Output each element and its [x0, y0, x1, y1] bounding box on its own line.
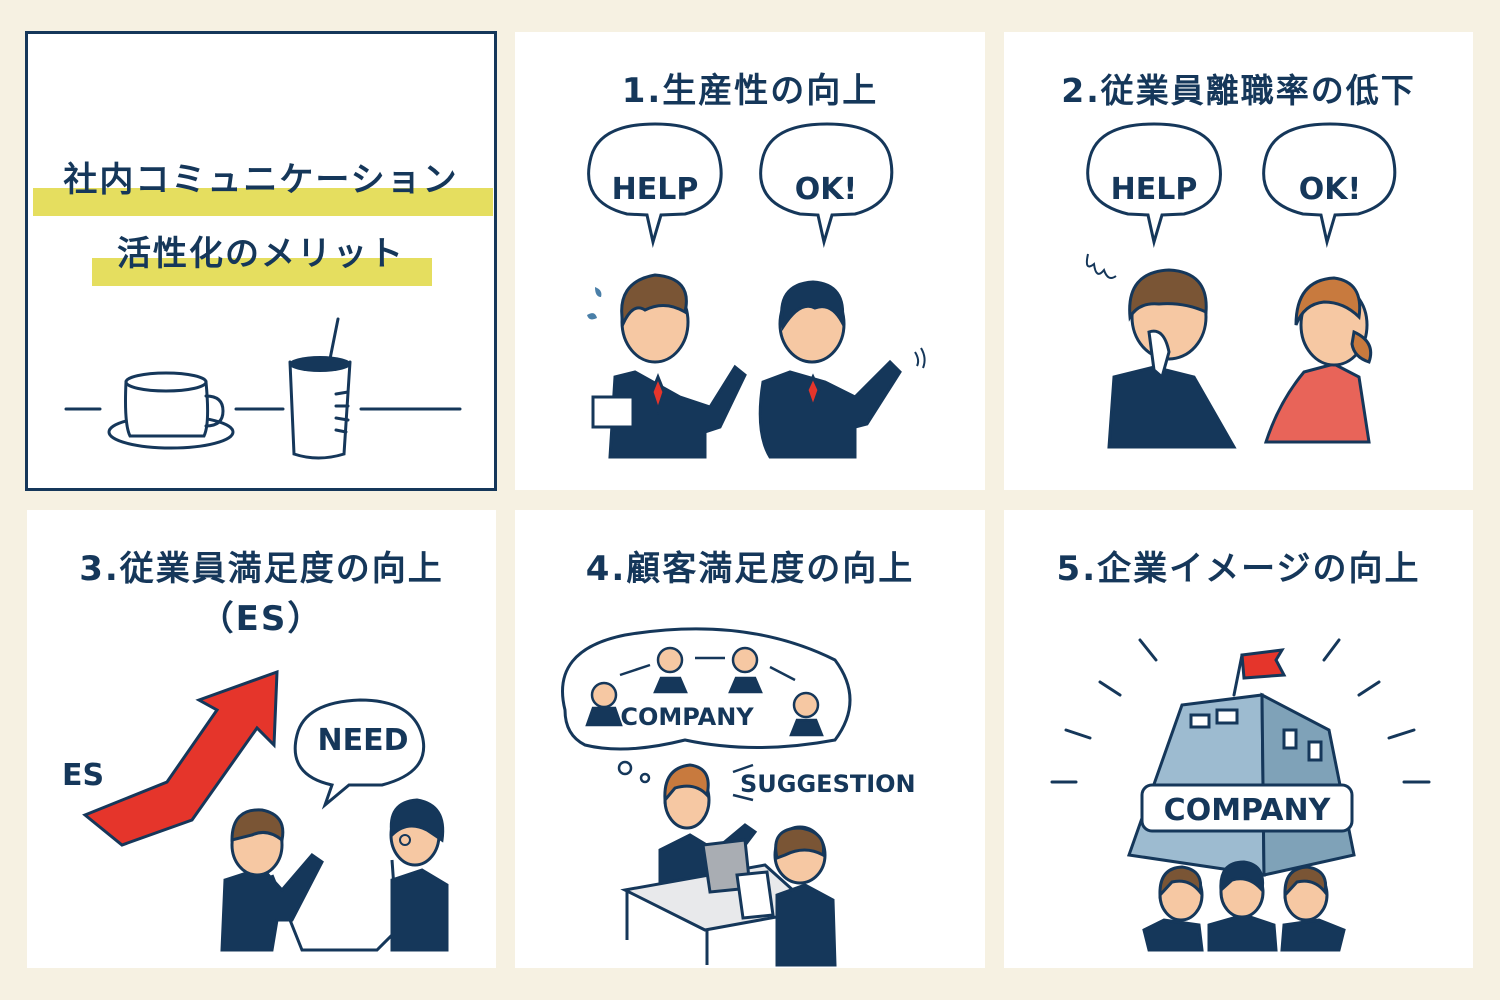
company-image-illustration: COMPANY	[1050, 638, 1431, 952]
helping-illustration: HELP OK!	[587, 122, 926, 459]
intro-panel: 社内コミュニケーション 活性化のメリット	[25, 31, 497, 491]
bubble-text-ok: OK!	[1299, 172, 1361, 207]
merit-panel-3: 3.従業員満足度の向上 （ES） ES NEED	[27, 510, 496, 968]
merit-panel-1: 1.生産性の向上 HELP OK!	[515, 32, 985, 490]
merit-panel-5: 5.企業イメージの向上 COMPANY	[1004, 510, 1473, 968]
merit-title-3: 3.従業員満足度の向上	[79, 549, 444, 589]
merit-title-1: 1.生産性の向上	[621, 71, 879, 111]
bubble-text-help: HELP	[612, 172, 699, 207]
speech-bubble-help	[587, 122, 723, 248]
coffee-cup-icon	[64, 317, 462, 460]
speech-label-suggestion: SUGGESTION	[740, 770, 916, 798]
merit-panel-2: 2.従業員離職率の低下 HELP OK!	[1004, 32, 1473, 490]
bubble-text-ok: OK!	[795, 172, 857, 207]
highlight-bar-2	[92, 258, 432, 286]
speech-bubble-ok	[759, 122, 894, 248]
bubble-text-help: HELP	[1111, 172, 1198, 207]
arrow-label-es: ES	[62, 758, 104, 793]
es-rising-illustration: ES NEED	[62, 669, 449, 952]
sign-label-company: COMPANY	[1164, 793, 1332, 828]
bubble-text-need: NEED	[318, 723, 409, 758]
highlight-bar-1	[33, 188, 493, 216]
merit-title-5: 5.企業イメージの向上	[1056, 549, 1421, 589]
merit-title-4: 4.顧客満足度の向上	[585, 549, 915, 589]
thought-cloud	[561, 627, 852, 751]
customer-satisfaction-illustration: COMPANY SUGGESTION	[561, 627, 916, 967]
merit-title-2: 2.従業員離職率の低下	[1061, 71, 1416, 110]
merit-panel-4: 4.顧客満足度の向上 COMPANY SUGGESTION	[515, 510, 985, 968]
intro-title-line1: 社内コミュニケーション	[63, 160, 459, 200]
thought-label-company: COMPANY	[620, 703, 754, 731]
crying-illustration: HELP OK!	[1085, 122, 1397, 449]
merit-title-3-sub: （ES）	[199, 599, 324, 639]
rising-arrow-icon	[82, 669, 279, 847]
intro-title-line2: 活性化のメリット	[117, 234, 405, 274]
